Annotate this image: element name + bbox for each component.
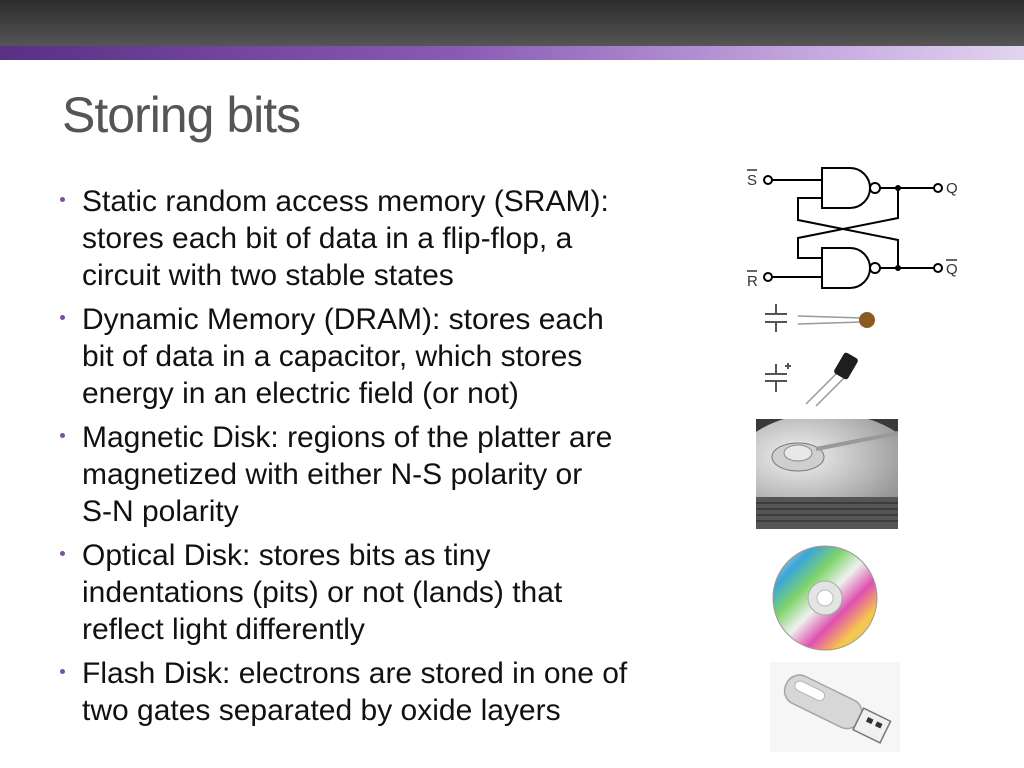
r-label: R <box>747 273 758 290</box>
flip-flop-diagram: S R Q Q <box>747 167 958 290</box>
bullet-text: Optical Disk: stores bits as tiny indent… <box>82 539 563 646</box>
flash-drive-image <box>770 662 900 752</box>
bullet-item-optical-disk: Optical Disk: stores bits as tiny indent… <box>60 537 720 648</box>
bullet-item-flash-disk: Flash Disk: electrons are stored in one … <box>60 655 720 729</box>
electrolytic-capacitor-image <box>765 352 858 407</box>
bullet-dot <box>60 433 65 438</box>
optical-disc-image <box>772 545 878 651</box>
bullet-item-sram: Static random access memory (SRAM): stor… <box>60 183 720 294</box>
slide-title: Storing bits <box>62 87 301 143</box>
s-label: S <box>747 172 757 189</box>
header-bar <box>0 0 1024 46</box>
ceramic-capacitor-image <box>765 304 875 332</box>
bullet-text: Magnetic Disk: regions of the platter ar… <box>82 421 613 528</box>
q-label: Q <box>946 180 958 197</box>
bullet-dot <box>60 315 65 320</box>
bullet-item-magnetic-disk: Magnetic Disk: regions of the platter ar… <box>60 419 720 530</box>
accent-stripe <box>0 46 1024 60</box>
q-bar-label: Q <box>946 261 958 278</box>
bullet-text: Flash Disk: electrons are stored in one … <box>82 657 628 727</box>
bullet-dot <box>60 197 65 202</box>
bullet-dot <box>60 669 65 674</box>
bullet-dot <box>60 551 65 556</box>
bullet-text: Static random access memory (SRAM): stor… <box>82 185 609 292</box>
bullet-text: Dynamic Memory (DRAM): stores each bit o… <box>82 303 604 410</box>
hard-disk-image <box>756 419 898 529</box>
bullet-list: Static random access memory (SRAM): stor… <box>60 183 720 736</box>
bullet-item-dram: Dynamic Memory (DRAM): stores each bit o… <box>60 301 720 412</box>
